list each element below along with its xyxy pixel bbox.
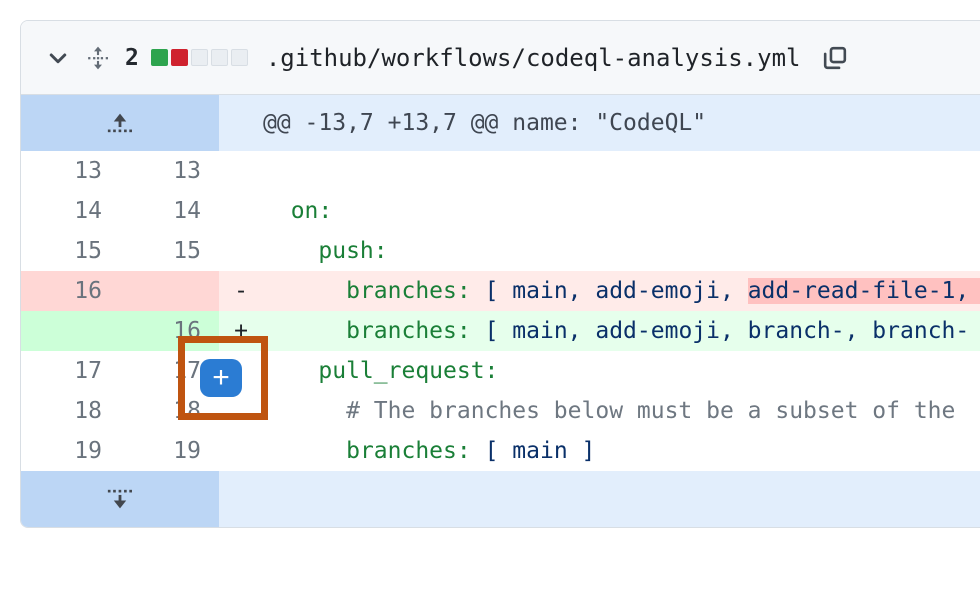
- old-line-number[interactable]: 17: [21, 351, 120, 391]
- code-segment: pull_request:: [318, 358, 499, 384]
- code-segment: branches:: [346, 318, 471, 344]
- code-segment: add-read-file-1, update-readme-5 ]: [747, 278, 980, 304]
- diff-marker: [219, 431, 263, 471]
- expand-down-glyph: [107, 489, 132, 509]
- diff-marker: [219, 191, 263, 231]
- copy-icon[interactable]: [818, 41, 852, 75]
- old-line-number[interactable]: 14: [21, 191, 120, 231]
- code-line[interactable]: # The branches below must be a subset of…: [263, 391, 980, 431]
- old-line-number[interactable]: 16: [21, 271, 120, 311]
- code-line[interactable]: branches: [ main, add-emoji, add-read-fi…: [263, 271, 980, 311]
- new-line-number[interactable]: 19: [120, 431, 219, 471]
- code-line[interactable]: branches: [ main ]: [263, 431, 980, 471]
- new-line-number[interactable]: 16: [120, 311, 219, 351]
- chevron-down-icon[interactable]: [39, 39, 77, 77]
- file-path[interactable]: .github/workflows/codeql-analysis.yml: [265, 43, 801, 72]
- diffstat-block-add: [150, 49, 168, 66]
- expand-down-row: [21, 471, 980, 527]
- old-line-number[interactable]: 13: [21, 151, 120, 191]
- chevron-down-glyph: [49, 53, 67, 63]
- new-line-number[interactable]: 13: [120, 151, 219, 191]
- old-line-number[interactable]: 15: [21, 231, 120, 271]
- code-segment: [ main ]: [484, 438, 596, 464]
- diffstat-block-del: [170, 49, 188, 66]
- code-segment: [263, 438, 346, 464]
- code-segment: on:: [290, 198, 333, 224]
- code-segment: [263, 358, 318, 384]
- diffstat-block-neutral: [190, 49, 208, 66]
- new-line-number[interactable]: 15: [120, 231, 219, 271]
- code-line[interactable]: on:: [263, 191, 980, 231]
- code-segment: [471, 318, 485, 344]
- line-number-gutters: 16: [21, 271, 219, 311]
- diff-marker: [219, 231, 263, 271]
- new-line-number[interactable]: 18: [120, 391, 219, 431]
- diff-file-card: 2 .github/workflows/codeql-analysis.yml: [20, 20, 980, 528]
- hunk-header-row: @@ -13,7 +13,7 @@ name: "CodeQL": [21, 95, 980, 151]
- focus-highlight-box: [178, 336, 268, 420]
- change-count: 2: [125, 44, 139, 71]
- code-segment: [263, 318, 346, 344]
- code-segment: branches:: [346, 278, 471, 304]
- code-segment: [471, 438, 485, 464]
- code-segment: [ main, add-emoji, branch-, branch-: [484, 318, 970, 344]
- diffstat-block-neutral: [230, 49, 248, 66]
- diff-marker: -: [219, 271, 263, 311]
- diff-marker: [219, 151, 263, 191]
- diff-row-del: 16 - branches: [ main, add-emoji, add-rea…: [21, 271, 980, 311]
- new-line-number[interactable]: [120, 271, 219, 311]
- hunk-header-text: @@ -13,7 +13,7 @@ name: "CodeQL": [219, 95, 980, 151]
- diffstat-block-neutral: [210, 49, 228, 66]
- code-line[interactable]: branches: [ main, add-emoji, branch-, br…: [263, 311, 980, 351]
- unfold-vertical-icon[interactable]: [81, 39, 115, 77]
- diff-marker: [219, 391, 263, 431]
- new-line-number[interactable]: 17: [120, 351, 219, 391]
- code-segment: [263, 398, 346, 424]
- old-line-number[interactable]: 19: [21, 431, 120, 471]
- expand-down-filler: [219, 471, 980, 527]
- code-segment: # The branches below must be a subset of…: [346, 398, 956, 424]
- code-segment: [ main, add-emoji,: [484, 278, 748, 304]
- diffstat: [150, 49, 248, 66]
- expand-down-icon[interactable]: [21, 471, 219, 527]
- diff-row-add: 16+ branches: [ main, add-emoji, branch-…: [21, 311, 980, 351]
- code-segment: branches:: [346, 438, 471, 464]
- old-line-number[interactable]: [21, 311, 120, 351]
- new-line-number[interactable]: 14: [120, 191, 219, 231]
- code-line[interactable]: push:: [263, 231, 980, 271]
- code-segment: [263, 198, 291, 224]
- code-segment: [263, 238, 318, 264]
- line-number-gutters: 16: [21, 311, 219, 351]
- add-inline-comment-button[interactable]: +: [200, 359, 242, 397]
- code-line[interactable]: pull_request:: [263, 351, 980, 391]
- code-line[interactable]: [263, 151, 980, 191]
- expand-up-glyph: [107, 113, 132, 133]
- old-line-number[interactable]: 18: [21, 391, 120, 431]
- code-segment: [471, 278, 485, 304]
- unfold-vertical-glyph: [88, 46, 108, 69]
- code-segment: [263, 278, 346, 304]
- diff-file-header: 2 .github/workflows/codeql-analysis.yml: [21, 21, 980, 95]
- code-segment: push:: [318, 238, 388, 264]
- expand-up-icon[interactable]: [21, 95, 219, 151]
- copy-glyph: [824, 46, 847, 69]
